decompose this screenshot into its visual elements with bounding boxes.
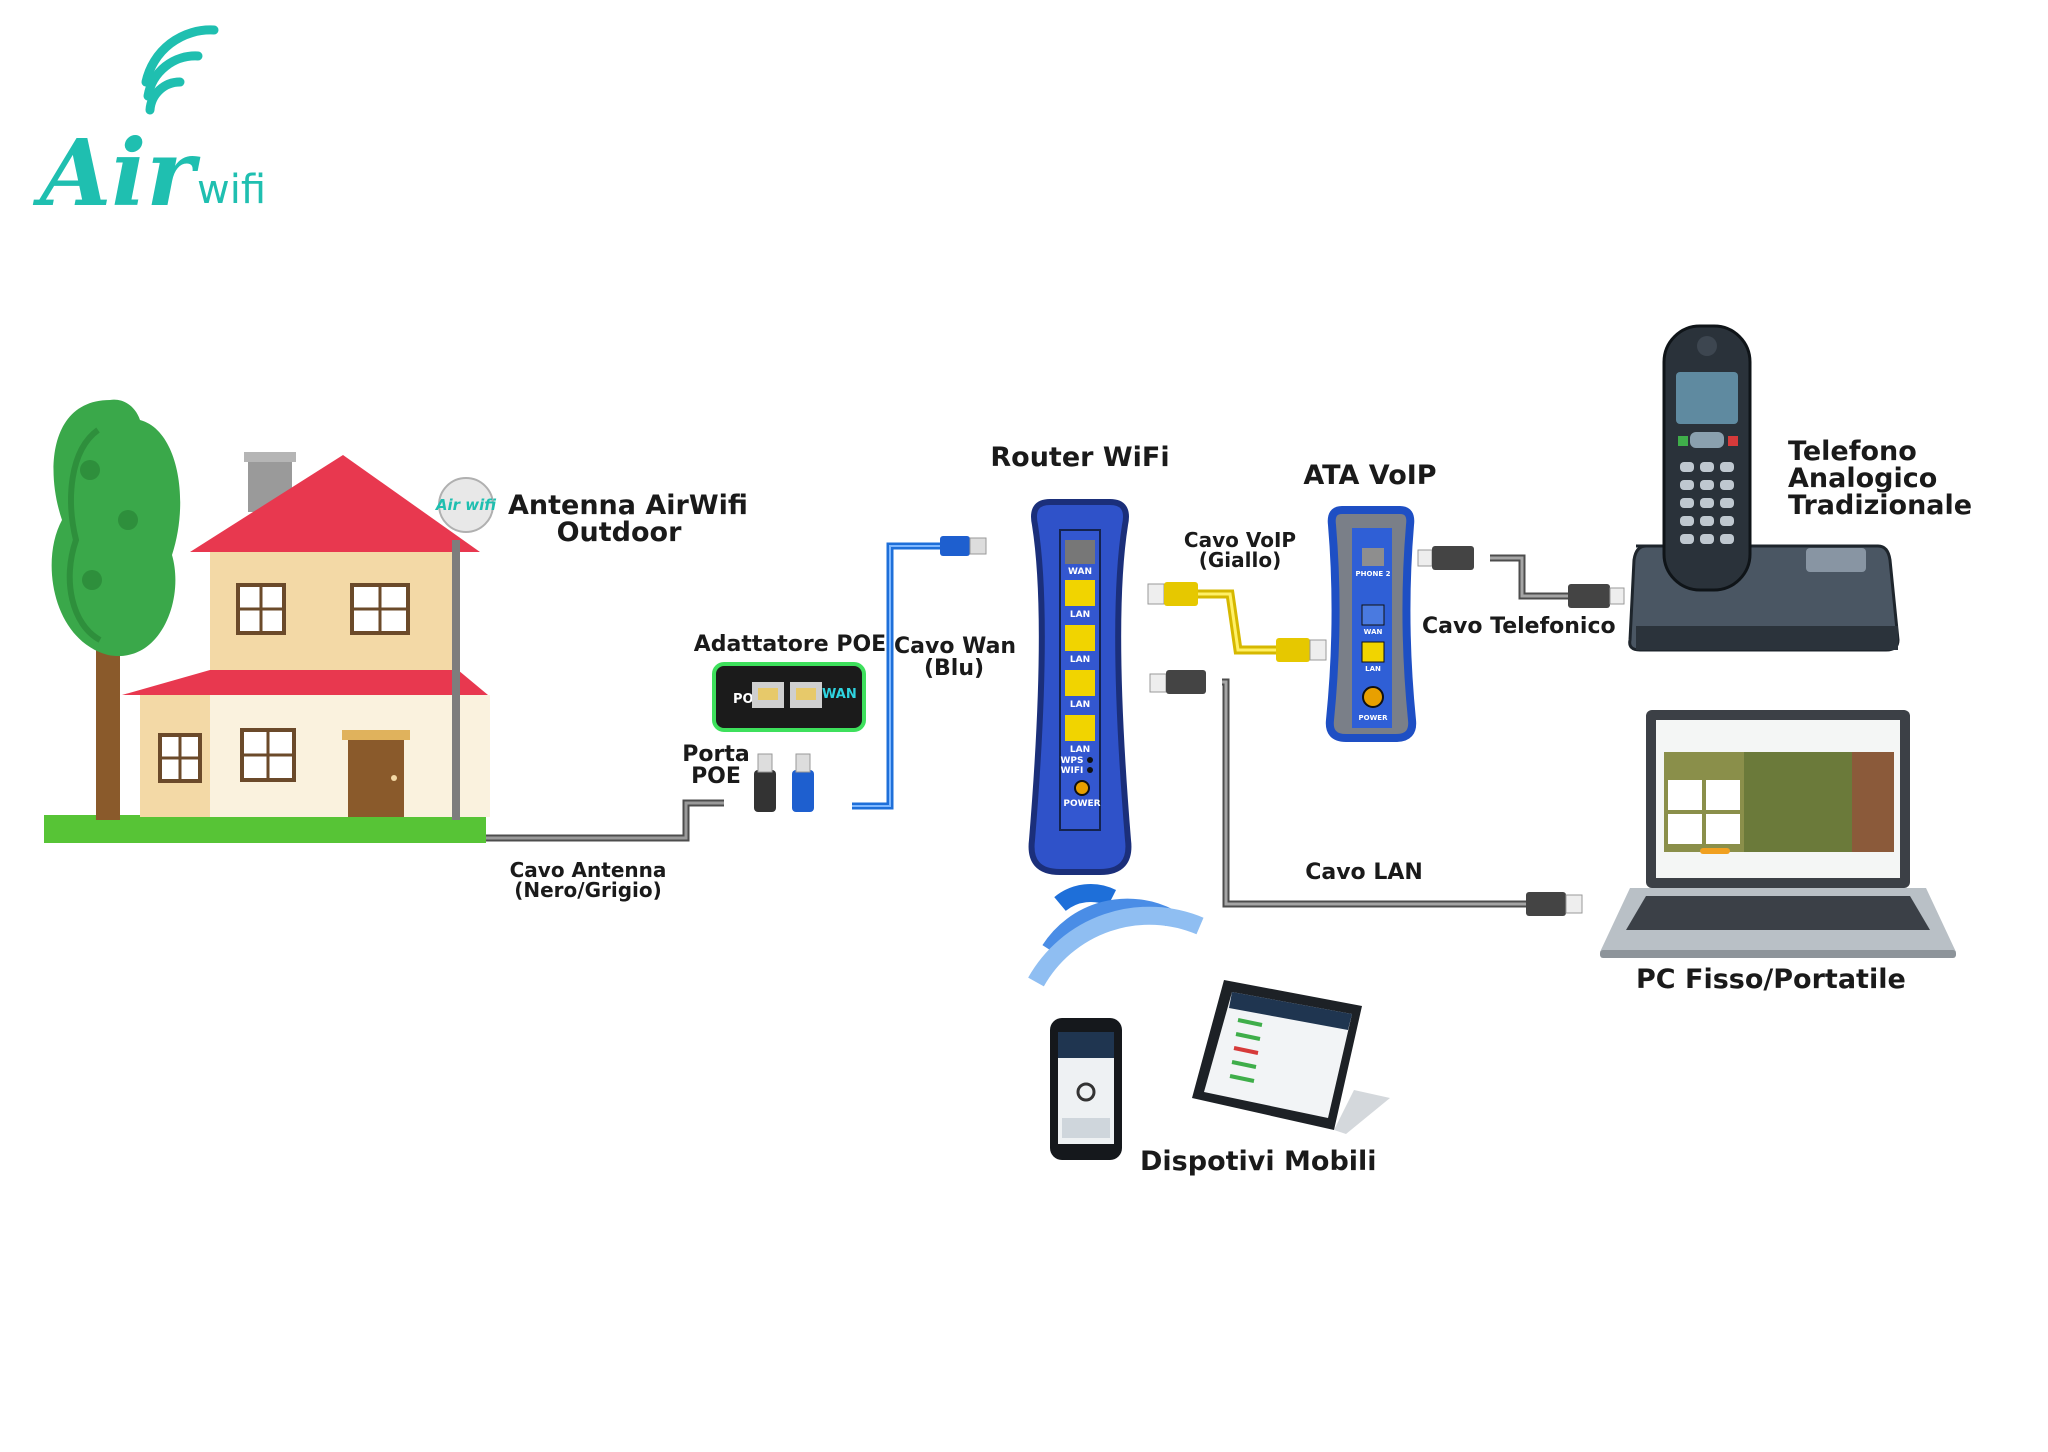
voip-cable-line-2: (Giallo) — [1198, 548, 1282, 572]
ata-label: ATA VoIP — [1303, 460, 1437, 491]
poe-port-caption: Porta POE — [676, 744, 756, 788]
rj11-plug-icon — [1417, 546, 1474, 570]
poe-plug-black-icon — [754, 753, 776, 812]
antenna-cable-line-2: (Nero/Grigio) — [514, 878, 662, 902]
wifi-waves-icon — [141, 25, 219, 115]
router: WAN LAN LAN LAN LAN WPS WIFI POWER — [1028, 499, 1132, 875]
antenna-label-line-1: Antenna AirWifi — [508, 490, 748, 521]
pc-label: PC Fisso/Portatile — [1636, 964, 1906, 995]
tablet-icon — [1192, 980, 1390, 1134]
rj45-gray-icon — [1149, 670, 1206, 694]
house: Air wifi — [44, 399, 496, 843]
logo-word: Air — [32, 119, 201, 227]
router-wifi-label: WIFI — [1061, 766, 1084, 776]
rj45-gray-icon — [1526, 892, 1583, 916]
poe-port-line-1: Porta — [682, 742, 750, 767]
rj45-yellow-icon — [1276, 638, 1327, 662]
ata-power-label: POWER — [1359, 714, 1389, 722]
voip-cable-line-1: Cavo VoIP — [1183, 528, 1297, 552]
laptop-icon — [1600, 710, 1956, 958]
router-port-lan-3: LAN — [1070, 700, 1090, 710]
antenna-badge: Air wifi — [435, 496, 496, 514]
phone-label-line-3: Tradizionale — [1788, 490, 1973, 521]
phone-cable-label: Cavo Telefonico — [1422, 614, 1616, 639]
lan-cable-label: Cavo LAN — [1305, 860, 1423, 885]
wifi-signal-icon — [1028, 883, 1204, 987]
poe-plug-blue-icon — [792, 753, 814, 812]
poe-adapter-label: Adattatore POE — [693, 632, 887, 657]
rj45-blue-icon — [940, 536, 987, 556]
power-button-icon — [1074, 780, 1090, 796]
router-port-lan-4: LAN — [1070, 745, 1090, 755]
airwifi-logo: Air wifi — [32, 25, 266, 227]
tree-icon — [51, 399, 181, 820]
router-port-wan: WAN — [1068, 567, 1092, 577]
antenna-airwifi-icon: Air wifi — [435, 477, 496, 533]
wan-cable-label: Cavo Wan (Blu) — [894, 634, 1017, 681]
cables — [486, 542, 1568, 908]
router-label: Router WiFi — [990, 442, 1170, 473]
ata-port-wan: WAN — [1364, 628, 1383, 636]
antenna-label: Antenna AirWifi Outdoor — [508, 490, 748, 548]
router-port-lan-1: LAN — [1070, 610, 1090, 620]
phone-label: Telefono Analogico Tradizionale — [1788, 438, 1988, 519]
ata-port-phone2: PHONE 2 — [1356, 570, 1391, 578]
router-port-lan-2: LAN — [1070, 655, 1090, 665]
router-power-label: POWER — [1063, 799, 1100, 809]
wan-cable-line-2: (Blu) — [923, 656, 985, 681]
ata-voip: PHONE 2 WAN LAN POWER — [1325, 506, 1417, 742]
poe-port-line-2: POE — [691, 764, 741, 789]
voip-cable-label: Cavo VoIP (Giallo) — [1180, 530, 1300, 570]
telephone-icon — [1628, 324, 1900, 652]
poe-adapter: POE WAN — [712, 662, 866, 732]
poe-wan-label: WAN — [822, 687, 857, 702]
logo-suffix: wifi — [197, 167, 266, 213]
mobile-devices-label: Dispotivi Mobili — [1140, 1146, 1377, 1177]
phone-label-line-1: Telefono — [1788, 436, 1917, 467]
smartphone-icon — [1050, 1018, 1122, 1160]
connectors — [754, 536, 1625, 916]
rj45-yellow-icon — [1147, 582, 1198, 606]
router-ports — [1065, 540, 1095, 741]
router-wps-label: WPS — [1060, 756, 1083, 766]
ata-port-lan: LAN — [1365, 665, 1381, 673]
phone-label-line-2: Analogico — [1788, 463, 1938, 494]
power-button-icon — [1362, 686, 1384, 708]
antenna-cable-line-1: Cavo Antenna — [509, 858, 667, 882]
rj11-plug-icon — [1568, 584, 1625, 608]
antenna-label-line-2: Outdoor — [556, 517, 682, 548]
wan-cable-line-1: Cavo Wan — [894, 634, 1017, 659]
antenna-cable-label: Cavo Antenna (Nero/Grigio) — [498, 860, 678, 900]
